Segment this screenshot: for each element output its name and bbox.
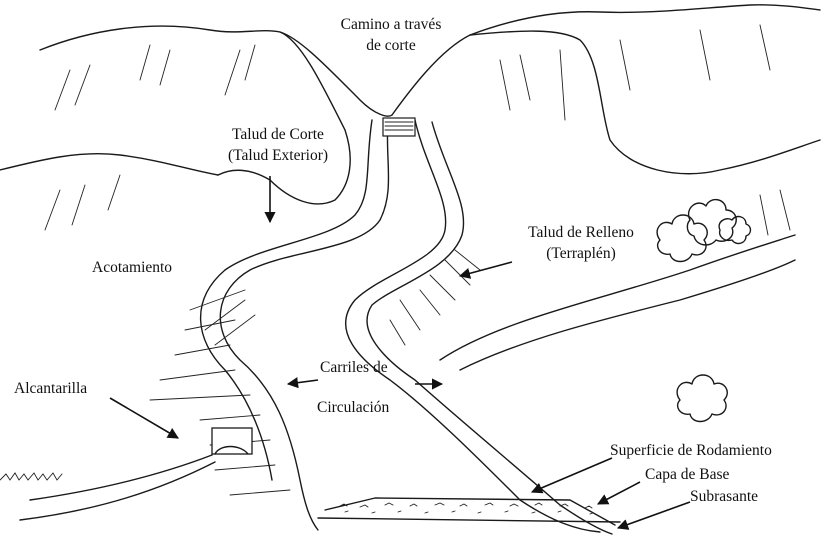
arrow-superficie [532, 458, 612, 492]
arrow-talud-relleno [460, 262, 512, 276]
label-capa-base: Capa de Base [645, 464, 729, 485]
arrow-alcantarilla [110, 398, 178, 438]
label-subrasante: Subrasante [690, 486, 758, 507]
label-talud-relleno: Talud de Relleno (Terraplén) [506, 222, 656, 264]
arrow-carril-left [288, 380, 318, 384]
label-talud-corte-line1: Talud de Corte [198, 124, 358, 145]
label-talud-relleno-line1: Talud de Relleno [506, 222, 656, 243]
arrow-capa-base [598, 482, 640, 504]
label-camino: Camino a través de corte [326, 14, 456, 56]
label-alcantarilla: Alcantarilla [14, 378, 87, 399]
label-talud-corte-line2: (Talud Exterior) [198, 145, 358, 166]
label-talud-relleno-line2: (Terraplén) [506, 243, 656, 264]
label-camino-line2: de corte [326, 35, 456, 56]
label-camino-line1: Camino a través [326, 14, 456, 35]
label-carriles-line2: Circulación [317, 397, 389, 418]
label-talud-corte: Talud de Corte (Talud Exterior) [198, 124, 358, 166]
arrow-subrasante [618, 502, 690, 528]
label-superficie: Superficie de Rodamiento [610, 440, 772, 461]
label-acotamiento: Acotamiento [92, 257, 172, 278]
label-carriles-line1: Carriles de [320, 357, 388, 378]
